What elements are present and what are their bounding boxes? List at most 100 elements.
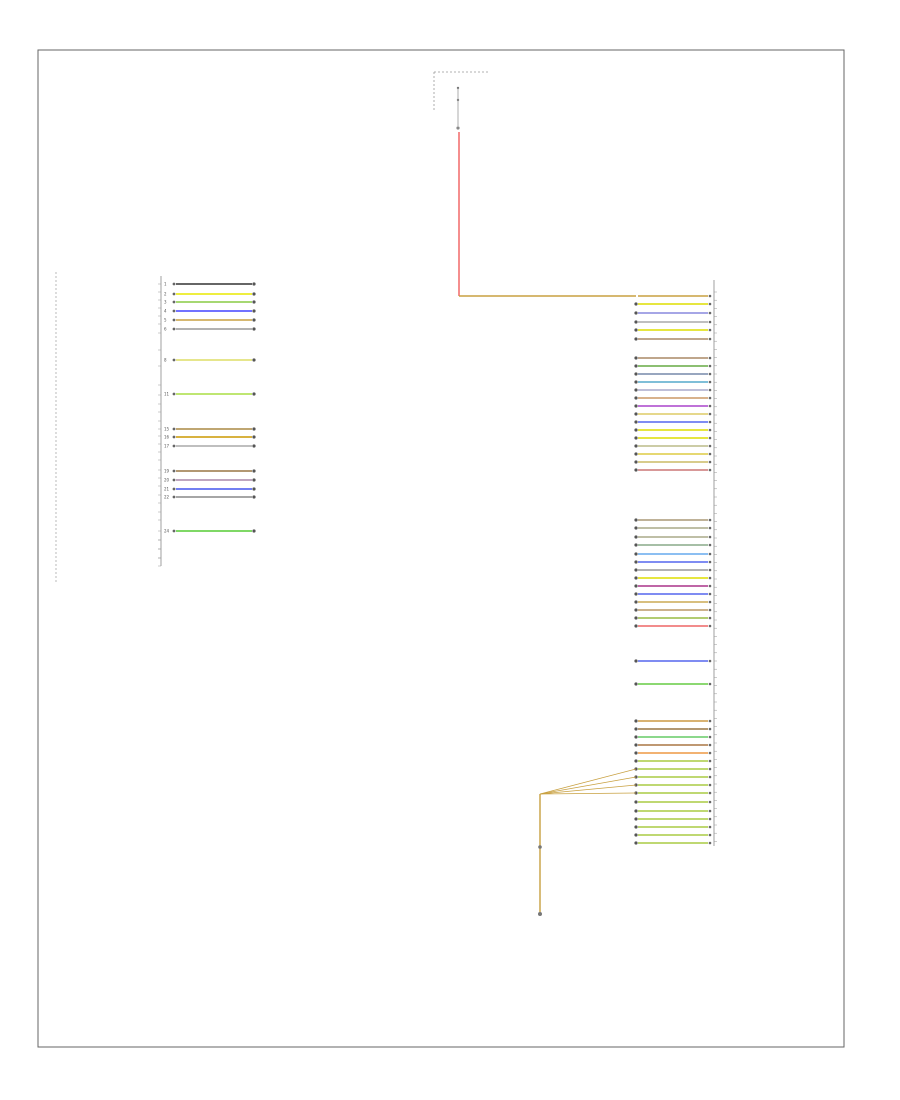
right-connector	[539, 280, 717, 846]
left-pin-number: 4	[164, 309, 167, 314]
right-pin-row	[634, 468, 712, 472]
right-wire-start	[634, 436, 638, 440]
right-pin-row	[634, 436, 712, 440]
right-pin-terminal	[708, 584, 712, 588]
right-wire-start	[634, 608, 638, 612]
right-pin-row	[634, 452, 712, 456]
right-pin-row	[634, 775, 712, 779]
left-pin-terminal	[172, 478, 176, 482]
left-wire-end	[252, 478, 256, 482]
left-wire-end	[252, 282, 256, 286]
right-pin-terminal	[708, 460, 712, 464]
right-pin-terminal	[708, 791, 712, 795]
right-pin-row	[634, 584, 712, 588]
right-pin-terminal	[708, 608, 712, 612]
right-pin-row	[634, 302, 712, 306]
left-pin-number: 22	[164, 495, 170, 500]
right-pin-terminal	[708, 380, 712, 384]
right-wire-start	[634, 825, 638, 829]
right-pin-terminal	[708, 412, 712, 416]
left-pin-row: 22	[164, 495, 256, 500]
left-wire-end	[252, 300, 256, 304]
right-pin-terminal	[708, 328, 712, 332]
right-pin-terminal	[708, 560, 712, 564]
left-pin-number: 17	[164, 444, 170, 449]
right-wire-start	[634, 388, 638, 392]
right-pin-row	[634, 624, 712, 628]
right-wire-start	[634, 320, 638, 324]
right-pin-row	[634, 759, 712, 763]
left-pin-terminal	[172, 529, 176, 533]
left-wire-end	[252, 318, 256, 322]
right-wire-start	[634, 719, 638, 723]
left-pin-terminal	[172, 487, 176, 491]
right-wire-start	[634, 809, 638, 813]
right-pin-row	[638, 294, 712, 298]
right-wire-start	[634, 452, 638, 456]
left-pin-number: 21	[164, 487, 170, 492]
right-pin-terminal	[708, 783, 712, 787]
left-pin-terminal	[172, 300, 176, 304]
right-wire-start	[634, 600, 638, 604]
left-pin-row: 11	[164, 392, 256, 397]
left-pin-row: 17	[164, 444, 256, 449]
left-pin-row: 16	[164, 435, 256, 440]
left-wire-end	[252, 487, 256, 491]
right-wire-start	[634, 817, 638, 821]
right-wire-start	[634, 759, 638, 763]
right-pin-row	[634, 552, 712, 556]
right-pin-row	[634, 420, 712, 424]
left-pin-terminal	[172, 318, 176, 322]
right-pin-row	[634, 743, 712, 747]
right-pin-terminal	[708, 659, 712, 663]
right-wire-start	[634, 592, 638, 596]
right-wire-start	[634, 543, 638, 547]
left-pin-terminal	[172, 292, 176, 296]
right-pin-terminal	[708, 388, 712, 392]
right-pin-terminal	[708, 311, 712, 315]
left-pin-terminal	[172, 282, 176, 286]
ground-fanout-wire	[539, 768, 637, 795]
right-pin-row	[634, 841, 712, 845]
right-pin-row	[634, 543, 712, 547]
right-pin-terminal	[708, 420, 712, 424]
right-pin-row	[634, 682, 712, 686]
right-pin-terminal	[708, 759, 712, 763]
left-pin-terminal	[172, 309, 176, 313]
right-pin-terminal	[708, 436, 712, 440]
right-wire-start	[634, 552, 638, 556]
right-wire-start	[634, 311, 638, 315]
right-pin-terminal	[708, 552, 712, 556]
left-pin-row: 1	[164, 282, 256, 287]
right-pin-terminal	[708, 743, 712, 747]
right-wire-start	[634, 682, 638, 686]
right-pin-terminal	[708, 825, 712, 829]
right-pin-terminal	[708, 767, 712, 771]
right-pin-row	[634, 412, 712, 416]
right-pin-row	[634, 833, 712, 837]
right-wire-start	[634, 735, 638, 739]
right-pin-terminal	[708, 444, 712, 448]
right-pin-terminal	[708, 600, 712, 604]
right-pin-row	[634, 328, 712, 332]
right-wire-start	[634, 616, 638, 620]
right-pin-terminal	[708, 592, 712, 596]
left-wire-end	[252, 358, 256, 362]
ground-splice	[538, 794, 542, 916]
left-wire-end	[252, 427, 256, 431]
right-wire-start	[634, 444, 638, 448]
right-pin-terminal	[708, 800, 712, 804]
right-wire-start	[634, 518, 638, 522]
right-pin-terminal	[708, 576, 712, 580]
left-pin-terminal	[172, 495, 176, 499]
left-pin-row: 2	[164, 292, 256, 297]
right-wire-start	[634, 576, 638, 580]
right-pin-row	[634, 817, 712, 821]
right-wire-start	[634, 833, 638, 837]
right-pin-terminal	[708, 735, 712, 739]
left-pin-row: 19	[164, 469, 256, 474]
right-wire-start	[634, 584, 638, 588]
left-pin-terminal	[172, 392, 176, 396]
right-pin-row	[634, 428, 712, 432]
